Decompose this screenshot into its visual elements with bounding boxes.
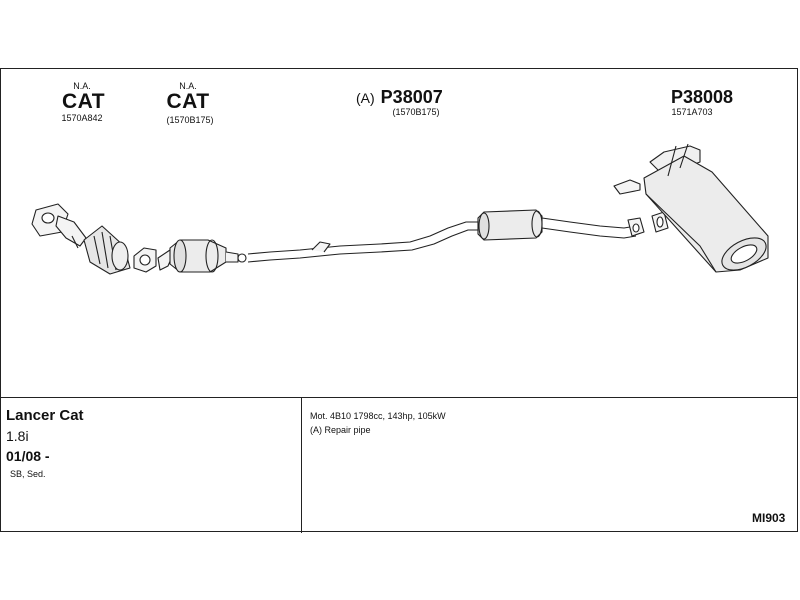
vehicle-body: SB, Sed. (10, 469, 46, 479)
divider-horizontal (1, 397, 797, 398)
vehicle-engine-size: 1.8i (6, 428, 29, 444)
diagram-code: MI903 (752, 511, 786, 525)
cat2-tag: N.A. (179, 81, 197, 91)
cat1-label: N.A. CAT (62, 81, 106, 113)
vehicle-year: 01/08 - (6, 448, 50, 464)
mid-part-prefix: (A) (356, 90, 375, 106)
cat-flange-gasket (133, 247, 157, 273)
rear-flange (627, 211, 669, 237)
second-catalytic-converter (157, 239, 247, 273)
cat2-name: CAT (166, 90, 210, 113)
divider-vertical (301, 397, 302, 533)
repair-note: (A) Repair pipe (310, 425, 371, 435)
mid-part-label: (A) P38007 (356, 88, 476, 107)
cat1-name: CAT (62, 90, 106, 113)
intermediate-pipe (247, 221, 482, 263)
diagram-frame (0, 68, 798, 533)
mid-part-number: P38007 (380, 87, 443, 107)
rear-part-code: 1571A703 (671, 107, 713, 117)
cat2-label: N.A. CAT (166, 81, 210, 113)
engine-details: Mot. 4B10 1798cc, 143hp, 105kW (310, 411, 446, 421)
center-muffler (477, 209, 543, 241)
front-catalytic-converter (55, 215, 131, 275)
rear-part-number: P38008 (670, 87, 734, 107)
cat1-code: 1570A842 (61, 113, 103, 123)
rear-muffler (613, 143, 769, 273)
cat2-code: (1570B175) (166, 115, 214, 125)
rear-pipe (541, 217, 637, 239)
vehicle-model: Lancer Cat (6, 407, 84, 424)
cat1-tag: N.A. (73, 81, 91, 91)
mid-part-code: (1570B175) (392, 107, 440, 117)
